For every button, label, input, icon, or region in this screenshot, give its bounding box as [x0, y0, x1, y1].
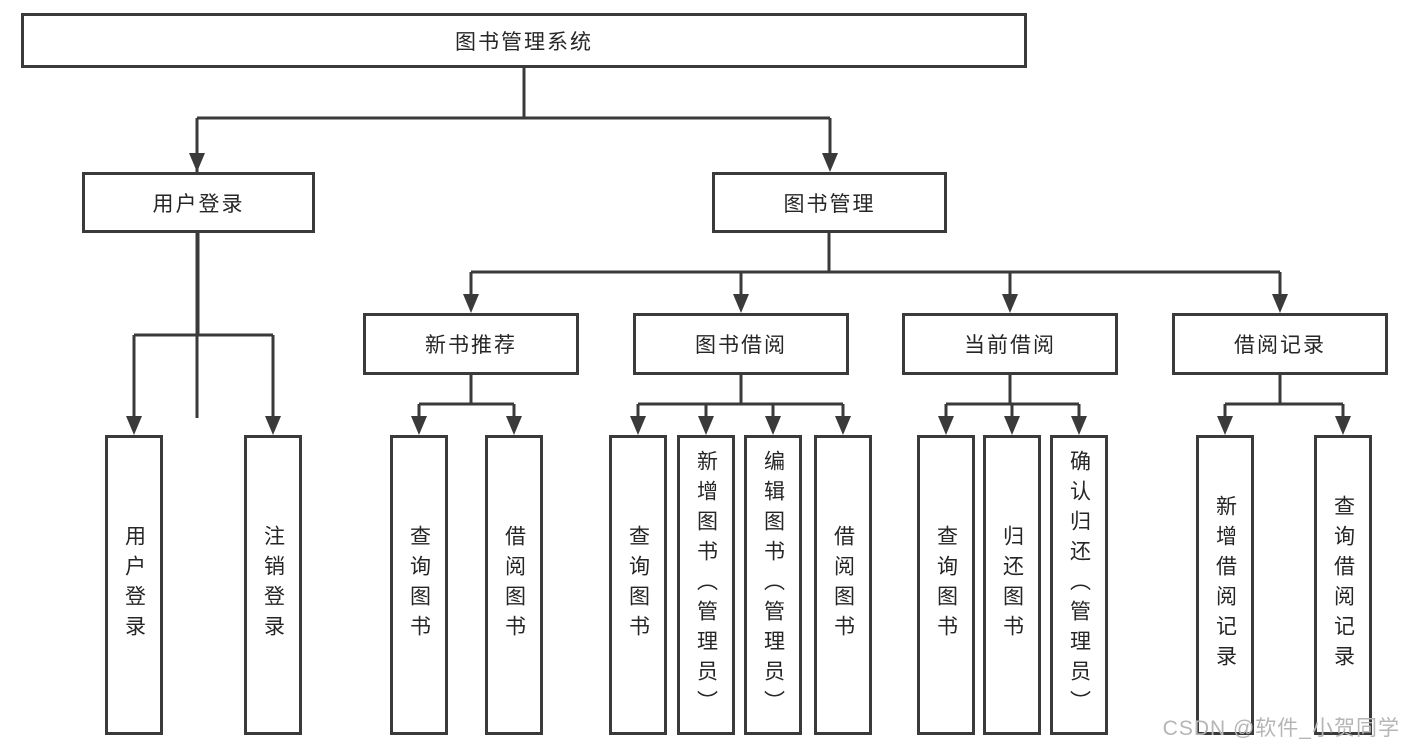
node-book-borrow-label: 图书借阅: [695, 334, 787, 357]
node-new-book-recommend-label: 新书推荐: [425, 334, 517, 357]
node-current-return-books: 归还图书: [983, 435, 1041, 735]
node-current-confirm-return-admin: 确认归还（管理员）: [1050, 435, 1108, 735]
node-book-management-label: 图书管理: [783, 192, 876, 216]
node-current-borrow-label: 当前借阅: [964, 334, 1056, 357]
node-borrow-edit-books-admin: 编辑图书（管理员）: [744, 435, 802, 735]
node-system-root: 图书管理系统: [21, 13, 1027, 68]
connector-recommend-to-leaves: [411, 375, 522, 435]
node-borrow-records-label: 借阅记录: [1234, 334, 1326, 357]
node-new-book-recommend: 新书推荐: [363, 313, 579, 375]
node-user-login-label: 用户登录: [152, 192, 245, 216]
connector-userlogin-to-leaves: [126, 233, 281, 435]
node-user-login-action: 用户登录: [105, 435, 163, 735]
node-logout-action-label: 注销登录: [261, 525, 285, 645]
node-current-borrow: 当前借阅: [902, 313, 1118, 375]
node-system-root-label: 图书管理系统: [455, 30, 593, 54]
node-borrow-add-books-admin-label: 新增图书（管理员）: [694, 450, 718, 720]
node-current-query-books-label: 查询图书: [934, 525, 958, 645]
node-logout-action: 注销登录: [244, 435, 302, 735]
node-borrow-borrow-books-label: 借阅图书: [831, 525, 855, 645]
node-borrow-add-books-admin: 新增图书（管理员）: [677, 435, 735, 735]
node-recommend-borrow-books-label: 借阅图书: [502, 525, 526, 645]
connector-current-to-leaves: [938, 375, 1087, 435]
node-recommend-query-books: 查询图书: [390, 435, 448, 735]
node-borrow-query-books: 查询图书: [609, 435, 667, 735]
node-current-return-books-label: 归还图书: [1000, 525, 1024, 645]
node-borrow-query-books-label: 查询图书: [626, 525, 650, 645]
node-user-login: 用户登录: [82, 172, 315, 233]
node-recommend-borrow-books: 借阅图书: [485, 435, 543, 735]
node-records-query-record: 查询借阅记录: [1314, 435, 1372, 735]
node-recommend-query-books-label: 查询图书: [407, 525, 431, 645]
csdn-watermark: CSDN @软件_小贺同学: [1162, 717, 1400, 740]
node-borrow-borrow-books: 借阅图书: [814, 435, 872, 735]
node-records-add-record: 新增借阅记录: [1196, 435, 1254, 735]
node-current-confirm-return-admin-label: 确认归还（管理员）: [1067, 450, 1091, 720]
connector-records-to-leaves: [1217, 375, 1351, 435]
connector-root-to-level2: [189, 68, 838, 418]
node-current-query-books: 查询图书: [917, 435, 975, 735]
node-user-login-action-label: 用户登录: [122, 525, 146, 645]
node-borrow-records: 借阅记录: [1172, 313, 1388, 375]
node-book-borrow: 图书借阅: [633, 313, 849, 375]
node-borrow-edit-books-admin-label: 编辑图书（管理员）: [761, 450, 785, 720]
connector-bookmgmt-to-level3: [463, 233, 1288, 313]
node-book-management: 图书管理: [712, 172, 947, 233]
connector-borrow-to-leaves: [630, 375, 851, 435]
node-records-query-record-label: 查询借阅记录: [1331, 495, 1355, 675]
node-records-add-record-label: 新增借阅记录: [1213, 495, 1237, 675]
